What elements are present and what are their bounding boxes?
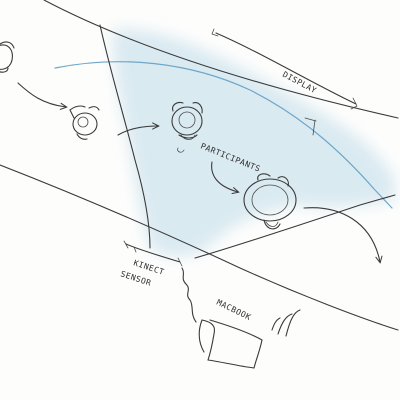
kinect-sensor-bracket [123,240,183,267]
macbook-label: MACBOOK [215,298,252,322]
arrow-icon [117,126,158,136]
person-topdown-icon [171,101,203,140]
hook-mark [177,147,185,153]
person-topdown-icon [243,173,297,230]
projection-edge-line [54,61,393,209]
wifi-signal-icon [271,309,301,337]
arrow-icon [303,207,380,262]
arrow-icon [17,82,66,107]
projection-area [112,28,395,257]
laptop-icon [198,319,263,369]
display-label: DISPLAY [281,70,318,95]
arrow-icon [211,161,238,192]
room-lines [0,0,399,331]
person-topdown-icon [69,105,100,140]
display-bracket [211,28,358,110]
person-topdown-icon [0,41,15,73]
kinect-label-line2: SENSOR [119,269,152,287]
sensor-cable [181,267,197,323]
